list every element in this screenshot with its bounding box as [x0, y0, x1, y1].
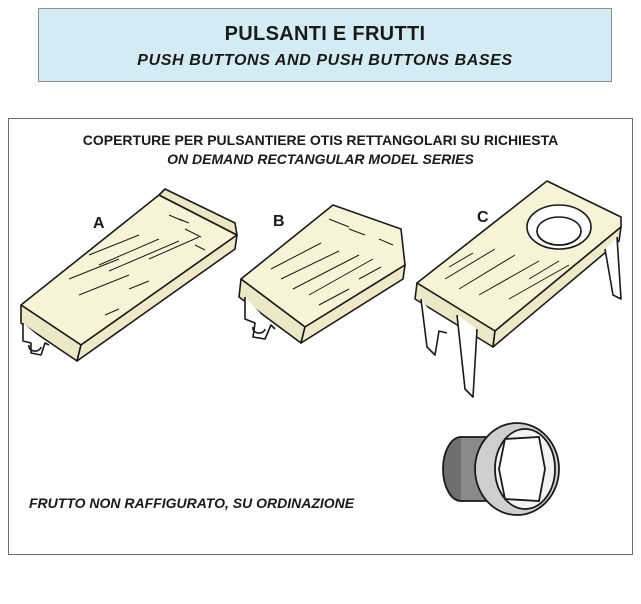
cover-c-label: C	[477, 209, 489, 226]
cover-a-label: A	[93, 215, 105, 232]
footnote: FRUTTO NON RAFFIGURATO, SU ORDINAZIONE	[29, 495, 355, 511]
page-title: PULSANTI E FRUTTI	[224, 23, 426, 45]
panel-heading-it: COPERTURE PER PULSANTIERE OTIS RETTANGOL…	[82, 132, 559, 148]
cover-a-drawing	[20, 188, 238, 362]
product-panel: COPERTURE PER PULSANTIERE OTIS RETTANGOL…	[8, 118, 633, 555]
cover-b-label: B	[273, 213, 285, 230]
panel-heading-en: ON DEMAND RECTANGULAR MODEL SERIES	[167, 151, 474, 167]
push-button-base-drawing	[442, 422, 560, 516]
page-subtitle: PUSH BUTTONS AND PUSH BUTTONS BASES	[137, 52, 513, 69]
cover-c-drawing	[414, 180, 622, 398]
covers-illustration	[20, 180, 622, 516]
header-banner: PULSANTI E FRUTTI PUSH BUTTONS AND PUSH …	[38, 8, 612, 82]
cover-b-drawing	[238, 204, 406, 344]
